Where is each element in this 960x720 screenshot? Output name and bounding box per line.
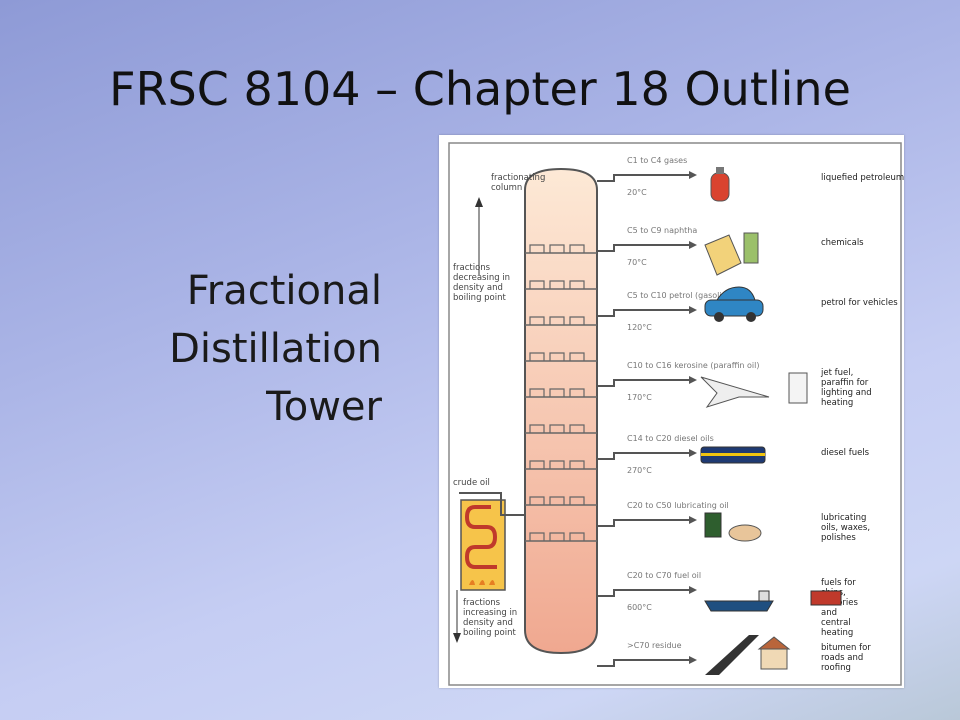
fraction-pipe-arrow [689, 306, 697, 314]
decreasing-label: fractions decreasing in density and boil… [453, 263, 513, 303]
fraction-name: C10 to C16 kerosine (paraffin oil) [627, 361, 760, 370]
fraction-pipe-arrow [689, 449, 697, 457]
subtitle-line: Tower [266, 384, 382, 430]
fraction-pipe-arrow [689, 171, 697, 179]
fraction-temperature: 600°C [627, 603, 652, 612]
bubble-tray [525, 496, 597, 506]
fraction-temperature: 170°C [627, 393, 652, 402]
chemicals-icon [704, 232, 759, 276]
fraction-pipe-arrow [689, 516, 697, 524]
fraction-temperature: 120°C [627, 323, 652, 332]
bubble-tray [525, 424, 597, 434]
slide-subtitle: Fractional Distillation Tower [169, 262, 382, 436]
gas-cylinder-icon [710, 167, 730, 202]
fraction-pipe [597, 309, 689, 317]
fraction-pipe [597, 519, 689, 527]
subtitle-line: Distillation [169, 326, 382, 372]
tray-group [525, 244, 597, 542]
slide-title: FRSC 8104 – Chapter 18 Outline [109, 62, 851, 116]
distillation-diagram: C1 to C4 gases 20°C liquefied petroleum ga… [439, 135, 904, 688]
fraction-pipe [597, 244, 689, 252]
fraction-pipe-arrow [689, 241, 697, 249]
bubble-tray [525, 316, 597, 326]
burner-flames [469, 580, 495, 585]
fraction-label-group: C1 to C4 gases 20°C liquefied petroleum ga… [627, 156, 904, 673]
train-icon [700, 446, 766, 464]
bubble-tray [525, 460, 597, 470]
column-label: fractionating column [491, 173, 548, 193]
down-arrow-head [453, 633, 461, 643]
crude-oil-feed [459, 492, 525, 516]
fraction-product: fuels forships,factoriesandcentralheatin… [821, 578, 858, 638]
bubble-tray [525, 532, 597, 542]
fraction-pipe [597, 589, 689, 597]
heating-coil [464, 505, 498, 569]
up-arrow-head [475, 197, 483, 207]
fractionating-column [524, 167, 598, 655]
bubble-tray [525, 280, 597, 290]
jet-icon [700, 372, 808, 408]
bubble-tray [525, 388, 597, 398]
subtitle-line: Fractional [186, 268, 382, 314]
fraction-product: chemicals [821, 238, 864, 248]
increasing-label: fractions increasing in density and boil… [463, 598, 520, 638]
fraction-pipe [597, 174, 689, 182]
diagram-frame [448, 142, 902, 686]
fraction-name: C5 to C9 naphtha [627, 226, 697, 235]
fraction-name: C20 to C70 fuel oil [627, 571, 701, 580]
ship-icon [704, 590, 842, 612]
fraction-temperature: 20°C [627, 188, 647, 197]
fraction-product: diesel fuels [821, 448, 870, 458]
fraction-name: C5 to C10 petrol (gasoline) [627, 291, 735, 300]
car-icon [704, 286, 764, 322]
fraction-temperature: 70°C [627, 258, 647, 267]
fraction-pipe [597, 659, 689, 667]
fraction-pipe-arrow [689, 376, 697, 384]
road-icon [705, 635, 791, 675]
fraction-name: >C70 residue [627, 641, 682, 650]
fraction-product: petrol for vehicles [821, 298, 898, 308]
fraction-temperature: 270°C [627, 466, 652, 475]
fraction-pipe-arrow [689, 656, 697, 664]
fraction-pipe-arrow [689, 586, 697, 594]
bubble-tray [525, 352, 597, 362]
fraction-name: C1 to C4 gases [627, 156, 687, 165]
fraction-name: C14 to C20 diesel oils [627, 434, 714, 443]
bubble-tray [525, 244, 597, 254]
pipe-group [597, 171, 697, 667]
fraction-pipe [597, 379, 689, 387]
crude-oil-label: crude oil [453, 478, 490, 488]
oil-can-icon [704, 512, 762, 542]
fraction-product: liquefied petroleum gas [821, 173, 904, 183]
diagram-svg: C1 to C4 gases 20°C liquefied petroleum ga… [448, 142, 904, 686]
fraction-name: C20 to C50 lubricating oil [627, 501, 729, 510]
fraction-pipe [597, 452, 689, 460]
